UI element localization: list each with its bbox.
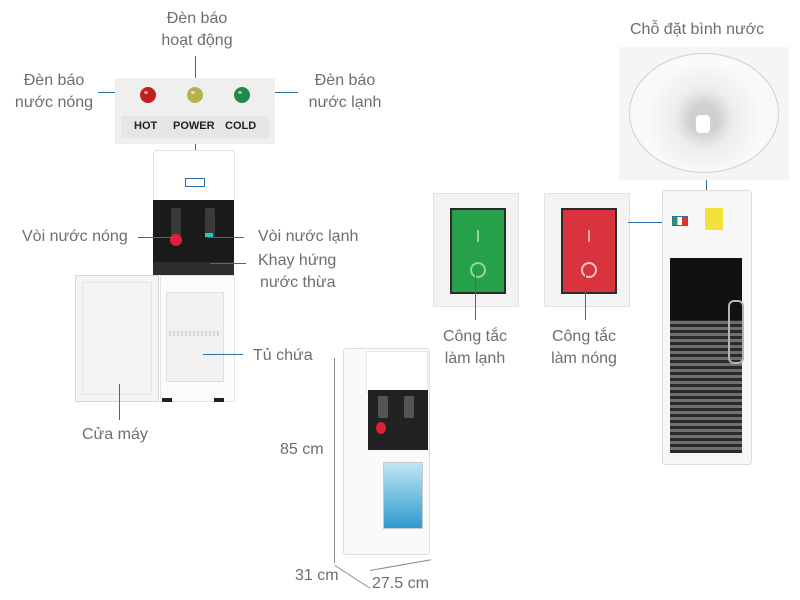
cool-switch-label-line1: Công tắc [442, 328, 508, 345]
power-cord [728, 300, 744, 364]
depth-dimension: 31 cm [295, 567, 339, 584]
hot-led-label-line2: nước nóng [14, 94, 94, 111]
depth-arrow [334, 565, 371, 589]
off-mark-icon [470, 262, 486, 278]
machine-door[interactable] [75, 275, 159, 402]
indicator-box [185, 178, 205, 187]
off-mark-icon [581, 262, 597, 278]
on-mark-icon [588, 230, 590, 242]
width-dimension: 27.5 cm [372, 575, 429, 592]
cooling-switch-plate [433, 193, 519, 307]
cold-led-label-line2: nước lạnh [308, 94, 382, 111]
power-led-callout-line [195, 56, 196, 86]
heat-switch-label: Công tắc làm nóng [538, 326, 630, 370]
heat-switch-callout-line [585, 268, 586, 320]
on-mark-icon [477, 230, 479, 242]
door-label: Cửa máy [82, 426, 148, 443]
drip-tray-label-line2: nước thừa [260, 274, 336, 291]
hot-led-label: Đèn báo nước nóng [8, 70, 100, 114]
child-lock-icon [170, 234, 182, 246]
cool-switch-callout-line [475, 268, 476, 320]
power-led-label-line2: hoạt động [161, 32, 233, 49]
machine-top-cover [153, 150, 235, 201]
cold-tap-indicator [205, 233, 213, 237]
panel-label-cold: COLD [225, 120, 257, 132]
power-led-icon [187, 87, 203, 103]
hot-led-label-line1: Đèn báo [23, 72, 85, 89]
cold-tap-icon [205, 208, 215, 238]
cooling-switch[interactable] [450, 208, 506, 294]
bottle-holder-rim [629, 53, 779, 173]
bottle-holder-callout-line [706, 180, 707, 192]
door-inner-panel [82, 282, 152, 395]
dim-hot-tap-icon [378, 396, 388, 418]
control-panel: HOT POWER COLD [115, 78, 275, 144]
heat-switch-label-line1: Công tắc [551, 328, 617, 345]
foot-right [214, 398, 224, 402]
panel-label-hot: HOT [134, 120, 158, 132]
dim-child-lock-icon [376, 422, 386, 434]
hot-led-icon [140, 87, 156, 103]
drip-tray-label: Khay hứng nước thừa [258, 250, 336, 294]
hot-tap-label: Vòi nước nóng [22, 228, 128, 245]
foot-left [162, 398, 172, 402]
cold-led-icon [234, 87, 250, 103]
hot-tap-icon [171, 208, 181, 238]
door-callout-line [119, 384, 120, 420]
dim-cold-tap-icon [404, 396, 414, 418]
panel-label-strip [121, 116, 269, 138]
panel-label-power: POWER [173, 120, 215, 132]
heat-switch-label-line2: làm nóng [551, 350, 617, 367]
height-dimension: 85 cm [280, 441, 324, 458]
warning-sticker [705, 208, 723, 230]
cold-led-label: Đèn báo nước lạnh [300, 70, 390, 114]
power-led-label-line1: Đèn báo [166, 10, 228, 27]
cold-led-label-line1: Đèn báo [314, 72, 376, 89]
dim-machine-top [366, 351, 428, 393]
power-led-label: Đèn báo hoạt động [152, 8, 242, 52]
drip-tray-callout-line [210, 263, 246, 264]
switch-to-machine-line [628, 222, 673, 223]
storage-cabinet [166, 292, 224, 382]
dim-dispensing-area [368, 390, 428, 450]
bottle-holder-pin [696, 115, 710, 133]
cold-tap-callout-line [208, 237, 244, 238]
bottle-holder [619, 47, 789, 180]
product-poster [383, 462, 423, 529]
height-arrow [334, 358, 335, 563]
drip-tray [153, 262, 234, 275]
width-arrow [369, 559, 432, 571]
heating-switch-plate [544, 193, 630, 307]
drip-tray-label-line1: Khay hứng [258, 252, 337, 269]
bottle-holder-label: Chỗ đặt bình nước [630, 21, 765, 38]
compressor-compartment [670, 258, 742, 320]
cold-tap-label: Vòi nước lạnh [258, 228, 359, 245]
cool-switch-label-line2: làm lạnh [444, 350, 506, 367]
heating-switch[interactable] [561, 208, 617, 294]
italy-flag-icon [672, 216, 688, 226]
cabinet-callout-line [203, 354, 243, 355]
hot-tap-callout-line [138, 237, 178, 238]
cabinet-shelf [169, 331, 219, 336]
cool-switch-label: Công tắc làm lạnh [430, 326, 520, 370]
cabinet-label: Tủ chứa [253, 347, 313, 364]
